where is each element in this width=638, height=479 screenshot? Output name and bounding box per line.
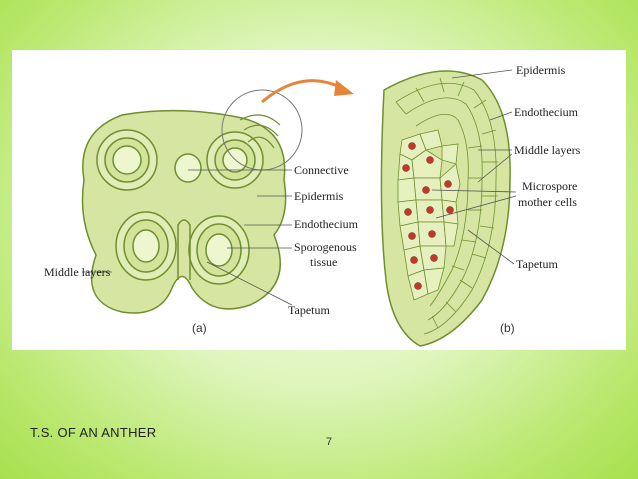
label-tapetum-a: Tapetum <box>288 303 330 317</box>
panel-a-tag: (a) <box>192 321 207 335</box>
label-sporogenous-line1: Sporogenous <box>294 240 357 254</box>
label-microspore-line1: Microspore <box>522 179 577 193</box>
connective <box>174 153 202 183</box>
label-endothecium-a: Endothecium <box>294 217 359 231</box>
anther-diagram: Connective Epidermis Endothecium Sporoge… <box>12 50 626 350</box>
panel-a-leaders <box>82 169 293 306</box>
anther-cross-section <box>81 109 287 314</box>
page-number: 7 <box>326 436 333 448</box>
label-sporogenous-line2: tissue <box>310 255 337 269</box>
cell-wall-section <box>380 70 511 347</box>
label-connective: Connective <box>294 163 349 177</box>
label-middle-layers-b: Middle layers <box>514 143 581 157</box>
panel-b-tag: (b) <box>500 321 515 335</box>
zoom-arrow-head <box>334 80 354 96</box>
anther-diagram-svg: Connective Epidermis Endothecium Sporoge… <box>44 63 581 347</box>
label-epidermis-a: Epidermis <box>294 189 344 203</box>
label-epidermis-b: Epidermis <box>516 63 566 77</box>
slide-title: T.S. OF AN ANTHER <box>30 425 157 440</box>
label-endothecium-b: Endothecium <box>514 105 579 119</box>
label-middle-layers-a: Middle layers <box>44 265 111 279</box>
label-microspore-line2: mother cells <box>518 195 577 209</box>
label-tapetum-b: Tapetum <box>516 257 558 271</box>
microspore-nuclei <box>402 142 454 290</box>
panel-b-leaders <box>431 69 517 265</box>
zoom-arrow <box>261 79 343 104</box>
